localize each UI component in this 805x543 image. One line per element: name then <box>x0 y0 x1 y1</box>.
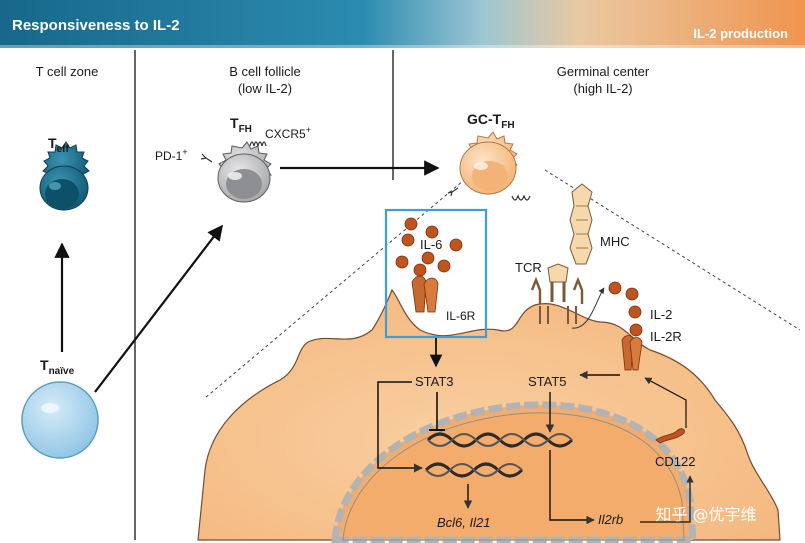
tfh-cell <box>200 141 272 203</box>
dna-helix-lower <box>424 462 524 478</box>
il6r-label: IL-6R <box>446 309 476 323</box>
zoom-outline-left <box>204 174 471 399</box>
gc-tfh-label: GC-TFH <box>467 111 515 131</box>
il6-ligands <box>395 217 463 277</box>
teff-cell <box>39 141 90 211</box>
zone-label-b-cell-follicle: B cell follicle <box>229 64 301 79</box>
cd122-molecule <box>655 428 685 444</box>
stat3-to-bcl6-arrow <box>377 381 423 473</box>
cd122-label: CD122 <box>655 454 695 469</box>
header-accent-line <box>0 45 805 48</box>
stat5-label: STAT5 <box>528 374 567 389</box>
zone-label-b-cell-follicle-sub: (low IL-2) <box>238 81 292 96</box>
mhc-label: MHC <box>600 234 630 249</box>
il2r-receptor <box>621 335 643 371</box>
dna-helix-upper <box>426 432 574 448</box>
mhc-molecule <box>569 183 593 265</box>
header-banner <box>0 0 805 48</box>
il6-highlight-box <box>384 208 488 339</box>
nucleus-inner-edge <box>342 412 685 541</box>
tcr-label: TCR <box>515 260 542 275</box>
il2-ligands <box>608 281 643 337</box>
il6r-receptor <box>411 275 439 313</box>
zone-label-t-cell: T cell zone <box>36 64 99 79</box>
cxcr5-label: CXCR5+ <box>265 125 311 141</box>
header-right-title: IL-2 production <box>693 26 788 41</box>
il2r-label: IL-2R <box>650 329 682 344</box>
gc-tfh-cell <box>447 131 531 201</box>
il2-label: IL-2 <box>650 307 672 322</box>
arrow-dna-to-il2rb <box>549 450 595 525</box>
tcr-molecule <box>530 263 584 324</box>
tnaive-label: Tnaïve <box>40 357 75 377</box>
zone-label-germinal-center-sub: (high IL-2) <box>573 81 632 96</box>
bcl6-il21-label: Bcl6, Il21 <box>437 515 490 530</box>
il2rb-label: Il2rb <box>598 512 623 527</box>
header-left-title: Responsiveness to IL-2 <box>12 17 180 34</box>
il6-label: IL-6 <box>420 237 442 252</box>
arrow-naive-to-tfh <box>94 224 223 393</box>
tcr-to-il2-arrow <box>571 287 605 329</box>
arrow-cd122-to-il2r <box>644 377 687 428</box>
zone-label-germinal-center: Germinal center <box>557 64 650 79</box>
tnaive-cell <box>21 381 99 459</box>
watermark-text: 知乎 @优宇维 <box>655 505 756 524</box>
pd1-label: PD-1+ <box>155 147 188 163</box>
tfh-label: TFH <box>230 115 252 135</box>
arrow-il2rb-to-cd122 <box>640 475 694 523</box>
stat3-label: STAT3 <box>415 374 454 389</box>
teff-label: Teff <box>48 135 69 155</box>
